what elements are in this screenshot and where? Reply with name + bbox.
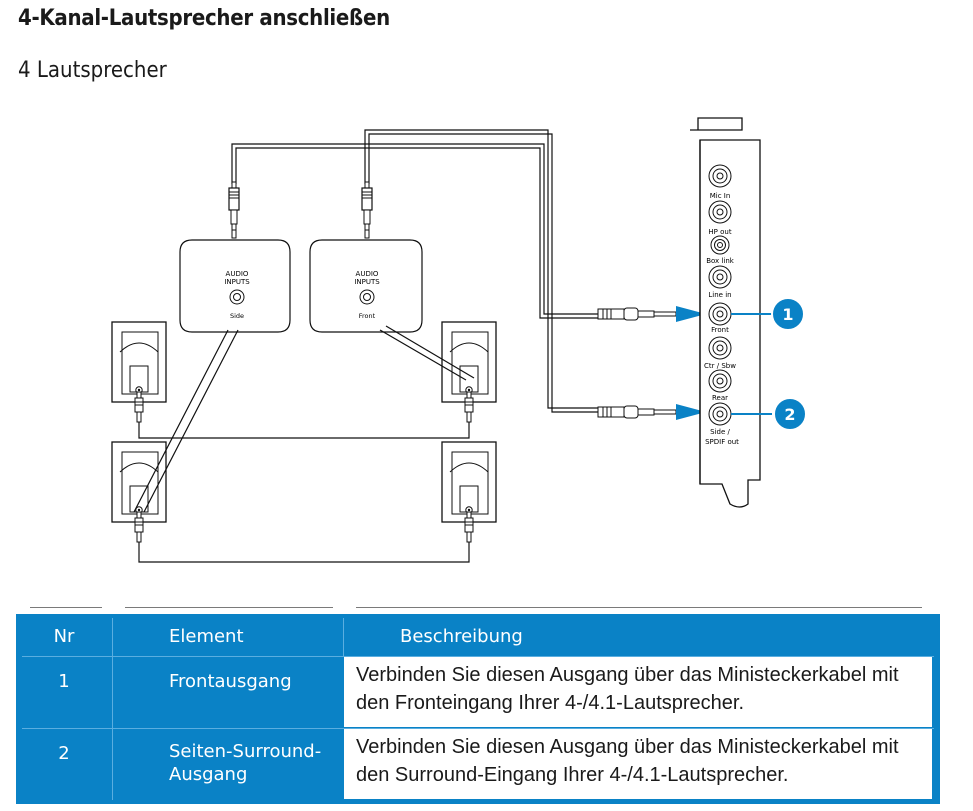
callout-2: 2 bbox=[731, 397, 807, 431]
plug-side bbox=[597, 405, 677, 419]
port-label: Box link bbox=[706, 257, 735, 265]
row2-description: Verbinden Sie diesen Ausgang über das Mi… bbox=[344, 729, 932, 799]
page-subtitle: 4 Lautsprecher bbox=[18, 58, 167, 83]
row2-description-line2: den Surround-Eingang Ihrer 4-/4.1-Lautsp… bbox=[356, 764, 789, 786]
port-label: Rear bbox=[712, 394, 728, 402]
divider-rule bbox=[356, 607, 922, 608]
row1-element: Frontausgang bbox=[113, 670, 343, 693]
row2-element-line2: Ausgang bbox=[169, 764, 248, 785]
page-title: 4-Kanal-Lautsprecher anschließen bbox=[18, 6, 390, 31]
audio-input-box-front: AUDIO INPUTS Front bbox=[309, 239, 423, 333]
speaker-rear-right bbox=[441, 441, 497, 523]
header-description: Beschreibung bbox=[400, 626, 523, 647]
row1-description-line1: Verbinden Sie diesen Ausgang über das Mi… bbox=[356, 664, 899, 686]
input-port-label: Front bbox=[359, 312, 376, 320]
plug-front bbox=[597, 307, 677, 321]
input-box-label: AUDIO bbox=[226, 270, 249, 278]
card-ports: Mic In HP out Box link Line in Front Ctr… bbox=[704, 164, 739, 446]
row1-description-line2: den Fronteingang Ihrer 4-/4.1-Lautsprech… bbox=[356, 692, 745, 714]
info-table: Nr Element Beschreibung 1 Frontausgang V… bbox=[16, 614, 940, 804]
port-rear bbox=[708, 369, 732, 393]
connection-diagram: AUDIO INPUTS Side AUDIO INPUTS Front bbox=[111, 117, 807, 563]
cable-side bbox=[364, 129, 600, 413]
audio-input-box-side: AUDIO INPUTS Side bbox=[179, 239, 291, 333]
cable-front bbox=[231, 143, 600, 319]
callout-number: 2 bbox=[784, 405, 795, 424]
row2-description-line1: Verbinden Sie diesen Ausgang über das Mi… bbox=[356, 736, 899, 758]
port-label: Ctr / Sbw bbox=[704, 362, 736, 370]
divider-rule bbox=[30, 607, 102, 608]
row2-nr: 2 bbox=[58, 743, 70, 764]
port-label: Side / bbox=[710, 428, 730, 436]
input-port-label: Side bbox=[230, 312, 244, 320]
header-nr: Nr bbox=[53, 626, 75, 647]
port-box-link bbox=[710, 235, 730, 255]
input-box-label: INPUTS bbox=[224, 278, 250, 286]
divider-rule bbox=[125, 607, 333, 608]
callout-number: 1 bbox=[782, 305, 793, 324]
row2-element: Seiten-Surround- Ausgang bbox=[113, 740, 343, 786]
port-line-in bbox=[708, 265, 732, 289]
arrow-side bbox=[676, 404, 706, 420]
row1-nr: 1 bbox=[58, 671, 70, 692]
speaker-rear-left bbox=[111, 441, 167, 523]
jack-side-input bbox=[228, 181, 240, 239]
row1-description: Verbinden Sie diesen Ausgang über das Mi… bbox=[344, 657, 932, 727]
port-front bbox=[708, 302, 732, 326]
speaker-front-right bbox=[441, 321, 497, 403]
port-label: HP out bbox=[708, 228, 731, 236]
port-label: Mic In bbox=[710, 192, 731, 200]
port-hp-out bbox=[708, 200, 732, 224]
row2-element-line1: Seiten-Surround- bbox=[169, 741, 322, 762]
input-box-label: AUDIO bbox=[356, 270, 379, 278]
row1-element-text: Frontausgang bbox=[169, 671, 292, 692]
port-label: Front bbox=[711, 326, 729, 334]
port-side-spdif bbox=[708, 402, 732, 426]
arrow-front bbox=[676, 306, 706, 322]
input-box-label: INPUTS bbox=[354, 278, 380, 286]
port-label: SPDIF out bbox=[705, 438, 739, 446]
callout-1: 1 bbox=[731, 297, 805, 331]
header-element: Element bbox=[169, 626, 244, 647]
port-mic-in bbox=[708, 164, 732, 188]
jack-front-input bbox=[361, 181, 373, 239]
speaker-front-left bbox=[111, 321, 167, 403]
port-ctr-sbw bbox=[708, 336, 732, 360]
port-label: Line in bbox=[708, 291, 731, 299]
